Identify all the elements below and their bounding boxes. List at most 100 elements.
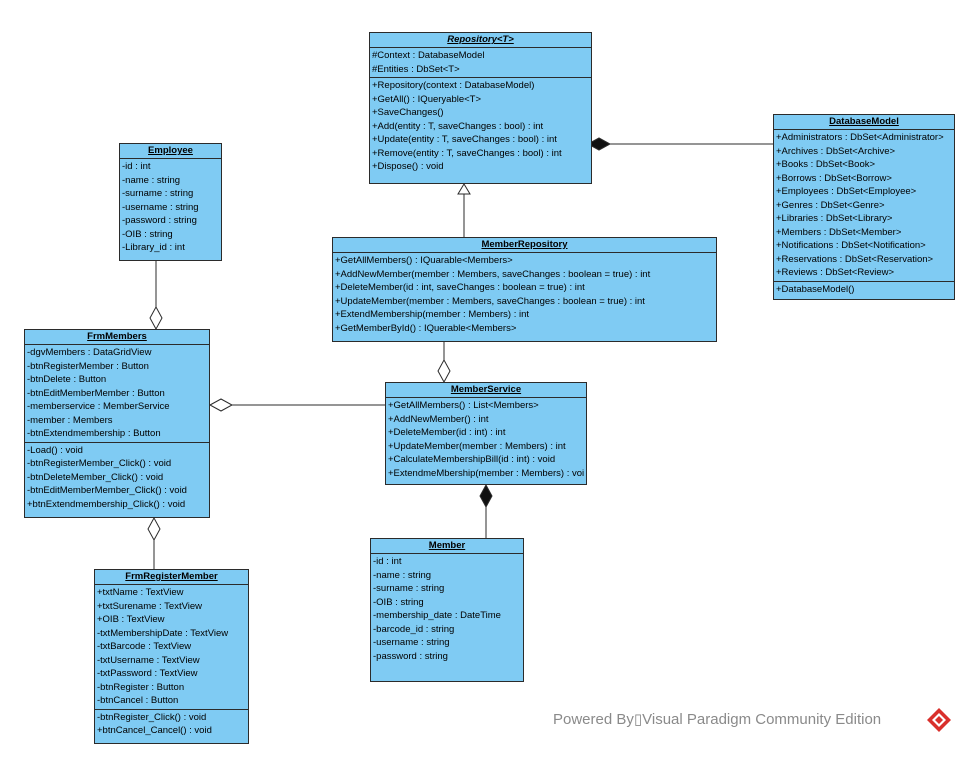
class-memberrepository[interactable]: MemberRepository +GetAllMembers() : IQua…	[332, 237, 717, 342]
composition-memberservice-member	[479, 483, 493, 538]
attribute: -btnRegister : Button	[97, 681, 185, 693]
attribute: -txtUsername : TextView	[97, 654, 200, 666]
attribute: -surname : string	[373, 583, 445, 594]
attribute: +Employees : DbSet<Employee>	[776, 186, 917, 197]
attribute: -surname : string	[122, 188, 194, 199]
operation: +GetMemberById() : IQuerable<Members>	[335, 322, 517, 334]
operations-section: -btnRegister_Click() : void +btnCancel_C…	[95, 710, 248, 739]
operation: +DeleteMember(id : int) : int	[388, 427, 506, 438]
watermark-text: Powered By▯Visual Paradigm Community Edi…	[553, 711, 882, 728]
class-name: DatabaseModel	[774, 115, 954, 130]
operations-section: +GetAllMembers() : List<Members> +AddNew…	[386, 398, 586, 481]
attributes-section: #Context : DatabaseModel #Entities : DbS…	[370, 48, 591, 78]
aggregation-employee-frmmembers	[149, 261, 163, 331]
attribute: -name : string	[373, 569, 432, 581]
attribute: -member : Members	[27, 414, 113, 426]
operations-section: -Load() : void -btnRegisterMember_Click(…	[25, 443, 209, 513]
operation: -btnEditMemberMember_Click() : void	[27, 485, 187, 496]
attributes-section: +txtName : TextView +txtSurename : TextV…	[95, 585, 248, 710]
class-frmregistermember[interactable]: FrmRegisterMember +txtName : TextView +t…	[94, 569, 249, 744]
attribute: -username : string	[373, 637, 450, 648]
attribute: +Reservations : DbSet<Reservation>	[776, 253, 934, 265]
attribute: +Archives : DbSet<Archive>	[776, 145, 896, 157]
attribute: +txtSurename : TextView	[97, 600, 202, 612]
operation: +DeleteMember(id : int, saveChanges : bo…	[335, 282, 585, 293]
class-databasemodel[interactable]: DatabaseModel +Administrators : DbSet<Ad…	[773, 114, 955, 300]
attribute: -txtPassword : TextView	[97, 668, 198, 679]
attribute: -btnCancel : Button	[97, 695, 179, 706]
operation: +btnCancel_Cancel() : void	[97, 725, 212, 736]
attribute: -password : string	[122, 215, 197, 226]
operation: +Repository(context : DatabaseModel)	[372, 80, 535, 91]
attribute: -btnRegisterMember : Button	[27, 360, 149, 372]
operation: +ExtendMembership(member : Members) : in…	[335, 309, 530, 320]
operation: +SaveChanges()	[372, 107, 444, 118]
attribute: +Borrows : DbSet<Borrow>	[776, 172, 892, 184]
operations-section: +Repository(context : DatabaseModel) +Ge…	[370, 78, 591, 175]
generalization-memberrepository-repository	[457, 183, 471, 237]
operation: +Dispose() : void	[372, 161, 444, 172]
attribute: #Entities : DbSet<T>	[372, 63, 460, 75]
operations-section: +GetAllMembers() : IQuarable<Members> +A…	[333, 253, 716, 336]
operation: -btnDeleteMember_Click() : void	[27, 471, 164, 483]
attribute: +Books : DbSet<Book>	[776, 159, 876, 170]
attribute: +Members : DbSet<Member>	[776, 226, 902, 238]
attribute: +Administrators : DbSet<Administrator>	[776, 132, 944, 143]
operation: +GetAllMembers() : IQuarable<Members>	[335, 255, 513, 266]
attributes-section: -id : int -name : string -surname : stri…	[371, 554, 523, 664]
class-employee[interactable]: Employee -id : int -name : string -surna…	[119, 143, 222, 261]
attribute: -btnExtendmembership : Button	[27, 428, 161, 439]
operation: +UpdateMember(member : Members, saveChan…	[335, 295, 645, 307]
operation: -btnRegister_Click() : void	[97, 711, 207, 723]
attribute: -barcode_id : string	[373, 623, 455, 635]
operations-section: +DatabaseModel()	[774, 282, 954, 298]
class-member[interactable]: Member -id : int -name : string -surname…	[370, 538, 524, 682]
attribute: -username : string	[122, 201, 199, 213]
attribute: -txtMembershipDate : TextView	[97, 627, 229, 639]
class-name: MemberRepository	[333, 238, 716, 253]
attributes-section: -dgvMembers : DataGridView -btnRegisterM…	[25, 345, 209, 443]
operation: +AddNewMember(member : Members, saveChan…	[335, 268, 651, 280]
visual-paradigm-logo-icon	[927, 708, 951, 732]
attribute: #Context : DatabaseModel	[372, 50, 485, 61]
operation: +UpdateMember(member : Members) : int	[388, 440, 566, 452]
attribute: -memberservice : MemberService	[27, 401, 170, 412]
attribute: +OIB : TextView	[97, 614, 165, 625]
attribute: +Reviews : DbSet<Review>	[776, 267, 895, 278]
operation: +GetAll() : IQueryable<T>	[372, 93, 482, 105]
operation: +Update(entity : T, saveChanges : bool) …	[372, 134, 557, 145]
operation: -btnRegisterMember_Click() : void	[27, 458, 172, 469]
operation: +AddNewMember() : int	[388, 413, 489, 425]
class-name: Member	[371, 539, 523, 554]
class-memberservice[interactable]: MemberService +GetAllMembers() : List<Me…	[385, 382, 587, 485]
attribute: -Library_id : int	[122, 242, 185, 253]
aggregation-frmmembers-memberservice	[208, 398, 385, 412]
operation: +DatabaseModel()	[776, 283, 855, 295]
operation: +Remove(entity : T, saveChanges : bool) …	[372, 147, 562, 159]
operation: +CalculateMembershipBill(id : int) : voi…	[388, 454, 556, 465]
attribute: -btnEditMemberMember : Button	[27, 387, 165, 399]
class-name: Employee	[120, 144, 221, 159]
attribute: -id : int	[373, 556, 402, 567]
operation: +ExtendmeMbership(member : Members) : vo…	[388, 467, 584, 479]
attribute: -membership_date : DateTime	[373, 610, 501, 621]
operation: +btnExtendmembership_Click() : void	[27, 498, 186, 510]
attribute: +Genres : DbSet<Genre>	[776, 199, 885, 211]
class-name: Repository<T>	[370, 33, 591, 48]
attribute: -OIB : string	[122, 228, 173, 240]
class-frmmembers[interactable]: FrmMembers -dgvMembers : DataGridView -b…	[24, 329, 210, 518]
attribute: +Notifications : DbSet<Notification>	[776, 240, 926, 251]
operation: -Load() : void	[27, 444, 83, 456]
attribute: -name : string	[122, 174, 181, 186]
class-repository[interactable]: Repository<T> #Context : DatabaseModel #…	[369, 32, 592, 184]
operation: +Add(entity : T, saveChanges : bool) : i…	[372, 120, 544, 132]
aggregation-frmmembers-frmregistermember	[147, 516, 161, 569]
attribute: -btnDelete : Button	[27, 374, 107, 385]
attribute: -password : string	[373, 650, 448, 662]
class-name: MemberService	[386, 383, 586, 398]
class-name: FrmRegisterMember	[95, 570, 248, 585]
attribute: -dgvMembers : DataGridView	[27, 347, 152, 358]
attribute: +txtName : TextView	[97, 587, 184, 598]
class-name: FrmMembers	[25, 330, 209, 345]
